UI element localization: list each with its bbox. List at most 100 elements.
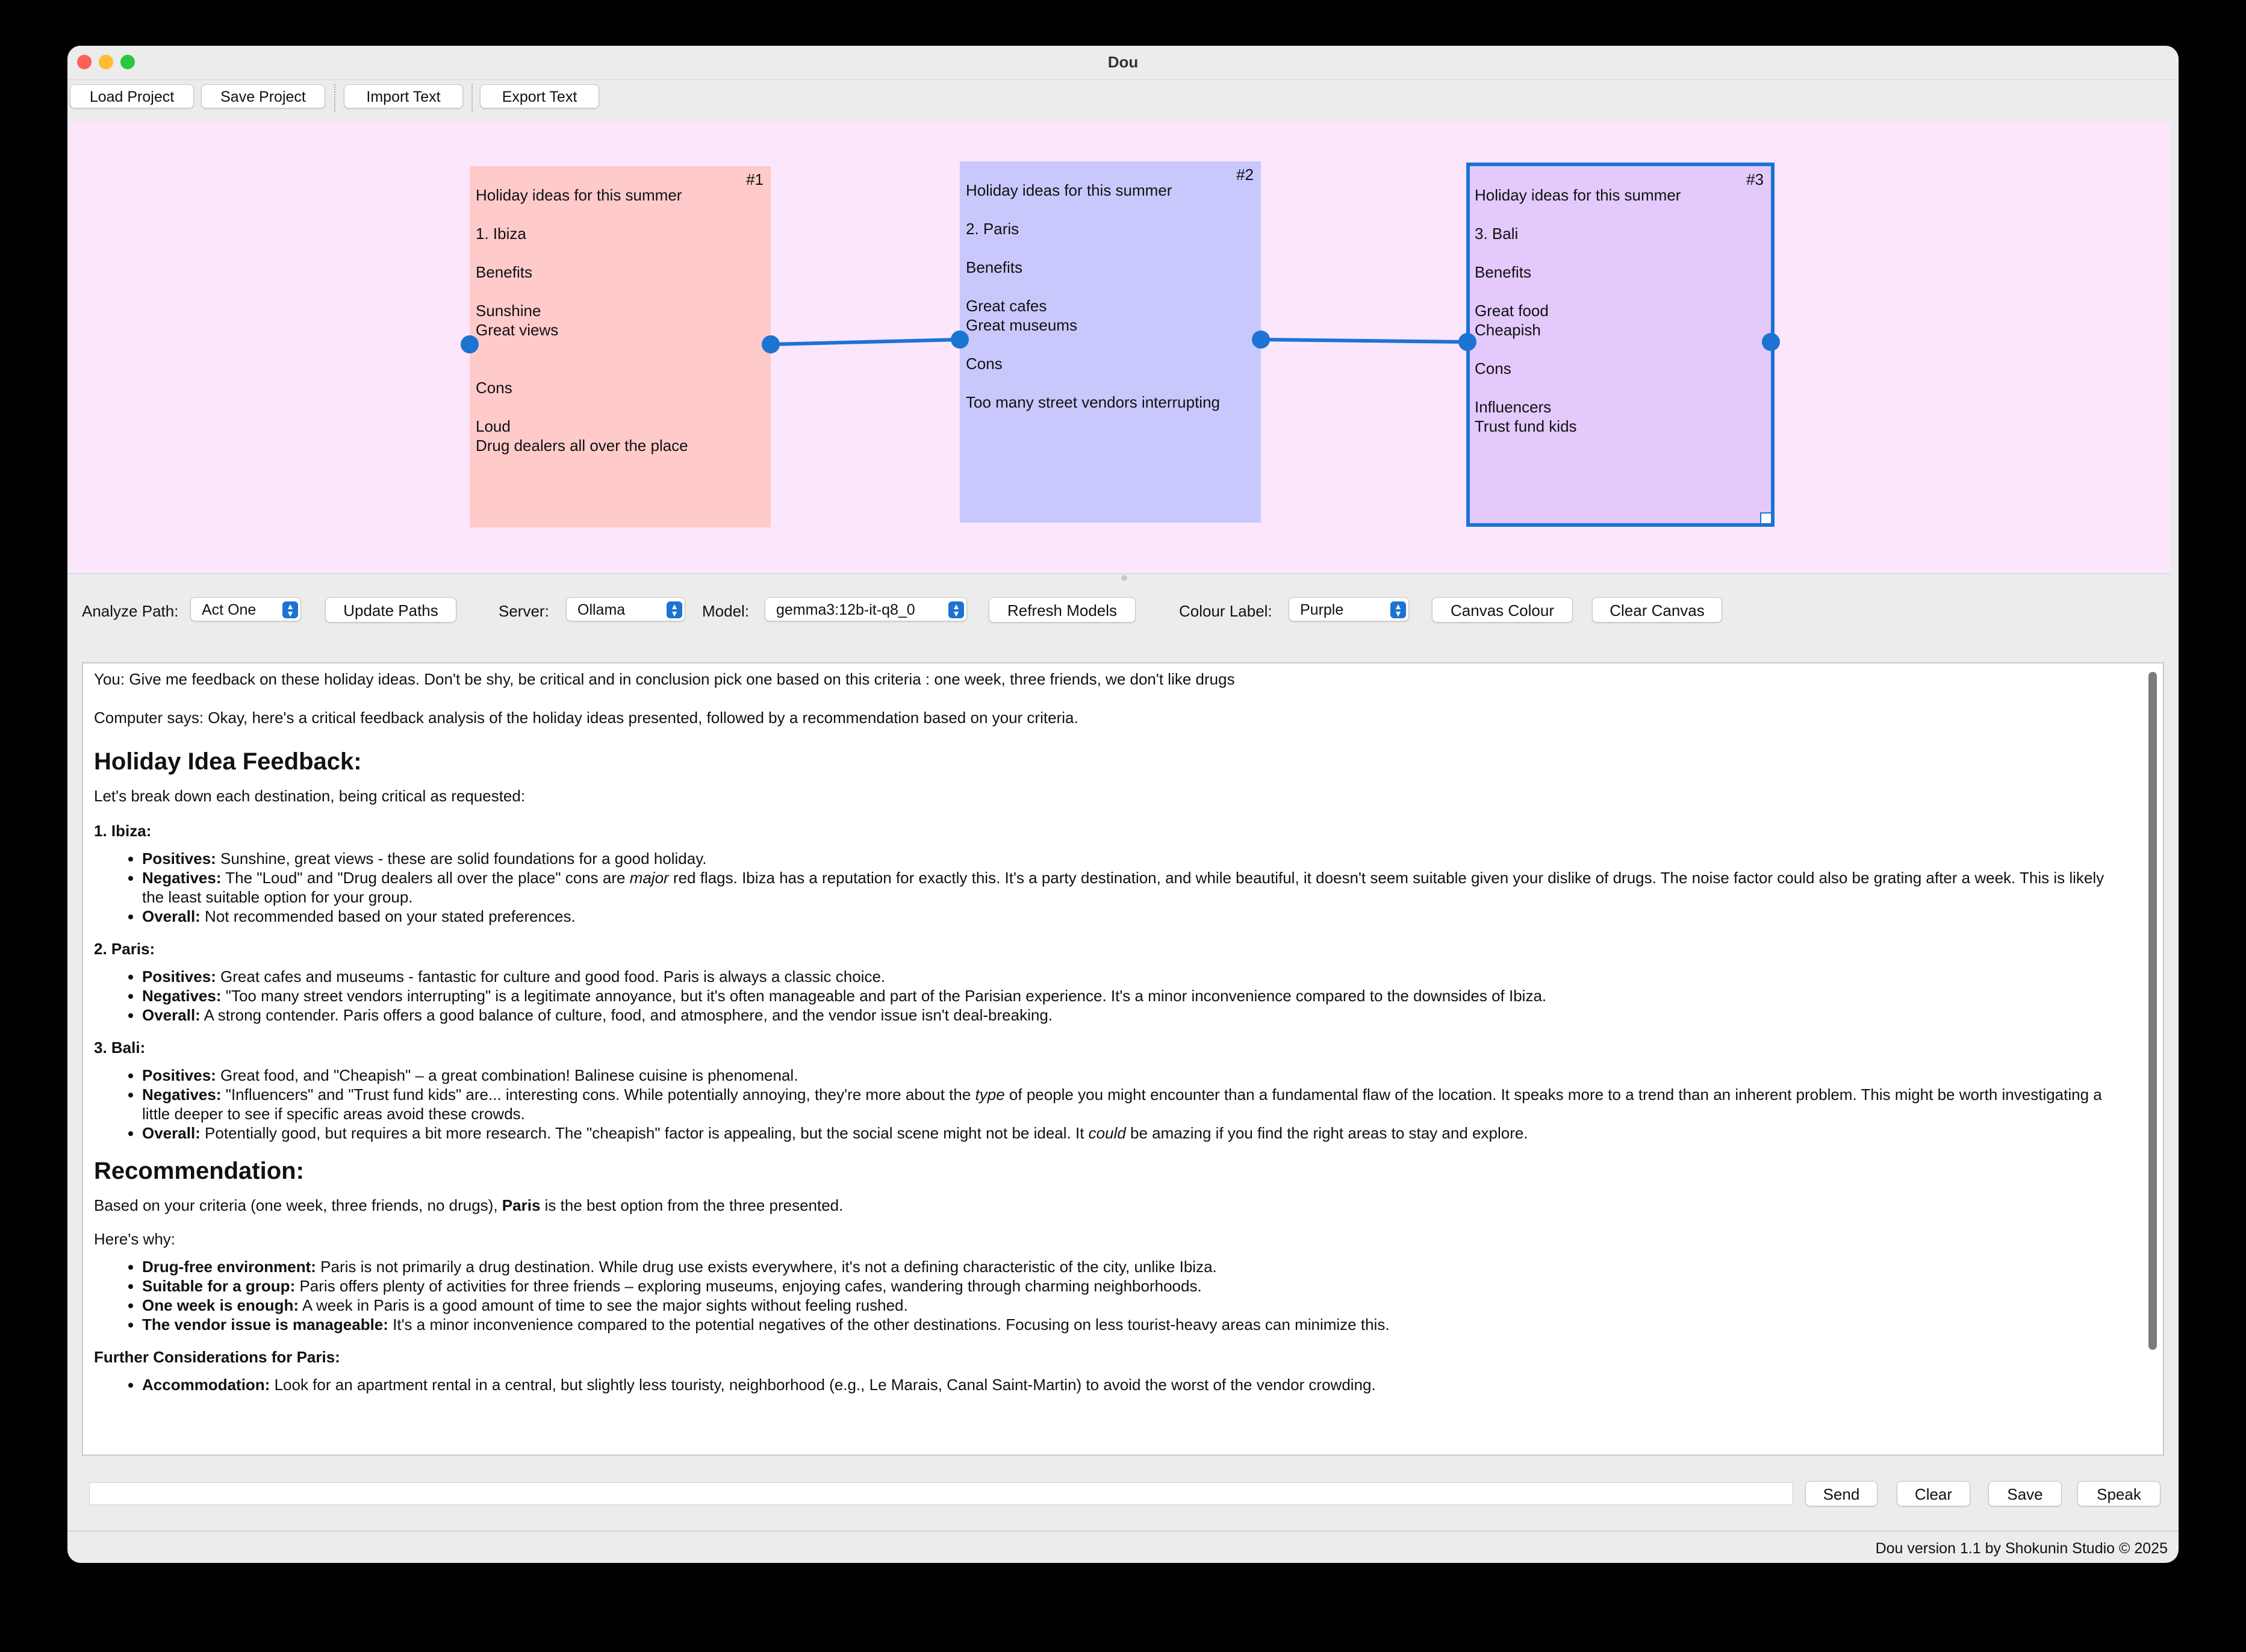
list-item: Overall: Potentially good, but requires … xyxy=(142,1123,2129,1143)
clear-button[interactable]: Clear xyxy=(1897,1481,1970,1506)
stepper-icon: ▲▼ xyxy=(948,601,964,618)
note-card-2[interactable]: #2 Holiday ideas for this summer 2. Pari… xyxy=(960,161,1261,523)
splitter-handle[interactable] xyxy=(1121,575,1127,581)
note-line xyxy=(1475,205,1765,224)
bullet-label: Suitable for a group: xyxy=(142,1277,296,1295)
note-line: Drug dealers all over the place xyxy=(476,436,688,455)
note-line: Great museums xyxy=(966,316,1077,334)
bullet-text: Look for an apartment rental in a centra… xyxy=(270,1376,1376,1394)
chat-output[interactable]: You: Give me feedback on these holiday i… xyxy=(82,662,2164,1456)
note-line xyxy=(966,335,1255,354)
list-item: Suitable for a group: Paris offers plent… xyxy=(142,1276,2129,1296)
note-line: Great views xyxy=(476,321,559,339)
list-item: Drug-free environment: Paris is not prim… xyxy=(142,1257,2129,1276)
note-line: Cons xyxy=(476,379,512,397)
app-window: Dou Load Project Save Project Import Tex… xyxy=(67,46,2179,1563)
bullet-label: Positives: xyxy=(142,849,216,868)
bullet-label: Positives: xyxy=(142,1066,216,1084)
bullet-text: Sunshine, great views - these are solid … xyxy=(216,849,707,868)
emphasis-text: could xyxy=(1088,1124,1126,1142)
list-item: Accommodation: Look for an apartment ren… xyxy=(142,1375,2129,1394)
stepper-icon: ▲▼ xyxy=(282,601,298,618)
further-list: Accommodation: Look for an apartment ren… xyxy=(94,1375,2129,1394)
note-card-3-selected[interactable]: #3 Holiday ideas for this summer 3. Bali… xyxy=(1466,163,1775,527)
computer-message: Computer says: Okay, here's a critical f… xyxy=(94,709,1078,727)
bullet-label: Negatives: xyxy=(142,987,222,1005)
bullet-text: "Too many street vendors interrupting" i… xyxy=(221,987,1547,1005)
colour-label-value: Purple xyxy=(1300,601,1344,618)
analyze-path-value: Act One xyxy=(202,601,257,618)
load-project-button[interactable]: Load Project xyxy=(70,84,194,108)
note-number: #2 xyxy=(1236,166,1254,184)
toolbar-separator xyxy=(334,84,335,112)
note-line: Loud xyxy=(476,417,511,435)
version-text: Dou version 1.1 by Shokunin Studio © 202… xyxy=(1875,1540,2168,1557)
intro-text: Let's break down each destination, being… xyxy=(94,787,526,805)
reco-choice: Paris xyxy=(502,1196,541,1214)
ibiza-heading: 1. Ibiza: xyxy=(94,822,152,840)
canvas-colour-button[interactable]: Canvas Colour xyxy=(1432,597,1573,623)
bullet-text: Potentially good, but requires a bit mor… xyxy=(200,1124,1089,1142)
bullet-text: "Influencers" and "Trust fund kids" are.… xyxy=(221,1085,975,1104)
bullet-label: Negatives: xyxy=(142,1085,222,1104)
link-1-2[interactable] xyxy=(770,338,960,346)
note-line: Cons xyxy=(1475,359,1511,377)
analyze-path-label: Analyze Path: xyxy=(82,602,179,620)
recommendation-heading: Recommendation: xyxy=(94,1158,304,1184)
note-line: Holiday ideas for this summer xyxy=(966,181,1172,199)
paris-heading: 2. Paris: xyxy=(94,940,155,958)
list-item: Positives: Sunshine, great views - these… xyxy=(142,849,2129,868)
message-input[interactable] xyxy=(89,1482,1793,1505)
list-item: Positives: Great food, and "Cheapish" – … xyxy=(142,1066,2129,1085)
bullet-text: Great cafes and museums - fantastic for … xyxy=(216,967,886,986)
vertical-scrollbar[interactable] xyxy=(2148,672,2157,1350)
resize-handle[interactable] xyxy=(1760,512,1772,524)
canvas[interactable]: #1 Holiday ideas for this summer 1. Ibiz… xyxy=(69,122,2170,574)
refresh-models-button[interactable]: Refresh Models xyxy=(989,597,1136,623)
note-line xyxy=(966,277,1255,296)
toolbar-separator xyxy=(471,84,473,112)
update-paths-button[interactable]: Update Paths xyxy=(325,597,456,623)
bullet-label: Overall: xyxy=(142,1006,201,1024)
title-bar: Dou xyxy=(67,46,2179,79)
export-text-button[interactable]: Export Text xyxy=(480,84,599,108)
import-text-button[interactable]: Import Text xyxy=(344,84,463,108)
server-value: Ollama xyxy=(577,601,626,618)
bullet-text: Great food, and "Cheapish" – a great com… xyxy=(216,1066,798,1084)
model-select[interactable]: gemma3:12b-it-q8_0 ▲▼ xyxy=(765,597,967,621)
emphasis-text: type xyxy=(975,1085,1005,1104)
feedback-heading: Holiday Idea Feedback: xyxy=(94,748,362,775)
link-2-3[interactable] xyxy=(1260,338,1468,344)
save-project-button[interactable]: Save Project xyxy=(201,84,325,108)
zoom-window-button[interactable] xyxy=(120,55,135,69)
close-window-button[interactable] xyxy=(77,55,92,69)
note-line: Holiday ideas for this summer xyxy=(1475,186,1681,204)
note-line: Influencers xyxy=(1475,398,1552,416)
note-card-1[interactable]: #1 Holiday ideas for this summer 1. Ibiz… xyxy=(470,166,771,527)
bullet-text: of people you might encounter than a fun… xyxy=(142,1085,2102,1123)
bullet-text: A strong contender. Paris offers a good … xyxy=(200,1006,1053,1024)
note-number: #3 xyxy=(1746,170,1764,188)
note-line xyxy=(966,200,1255,219)
note-line: Cons xyxy=(966,355,1003,373)
paris-list: Positives: Great cafes and museums - fan… xyxy=(94,967,2129,1025)
analyze-path-select[interactable]: Act One ▲▼ xyxy=(190,597,301,621)
note-line xyxy=(1475,282,1765,301)
note-links xyxy=(770,338,1468,346)
model-label: Model: xyxy=(702,602,750,620)
clear-canvas-button[interactable]: Clear Canvas xyxy=(1592,597,1722,623)
note-line: Cheapish xyxy=(1475,321,1541,339)
note-line: Benefits xyxy=(1475,263,1531,281)
stepper-icon: ▲▼ xyxy=(667,601,682,618)
server-select[interactable]: Ollama ▲▼ xyxy=(566,597,685,621)
bullet-text: Paris offers plenty of activities for th… xyxy=(295,1277,1202,1295)
bullet-text: A week in Paris is a good amount of time… xyxy=(299,1296,908,1314)
bullet-label: Accommodation: xyxy=(142,1376,270,1394)
send-button[interactable]: Send xyxy=(1805,1481,1877,1506)
minimize-window-button[interactable] xyxy=(99,55,113,69)
colour-label-select[interactable]: Purple ▲▼ xyxy=(1289,597,1409,621)
save-button[interactable]: Save xyxy=(1988,1481,2062,1506)
bullet-label: Negatives: xyxy=(142,869,222,887)
speak-button[interactable]: Speak xyxy=(2077,1481,2160,1506)
chat-transcript: You: Give me feedback on these holiday i… xyxy=(94,669,2129,1408)
